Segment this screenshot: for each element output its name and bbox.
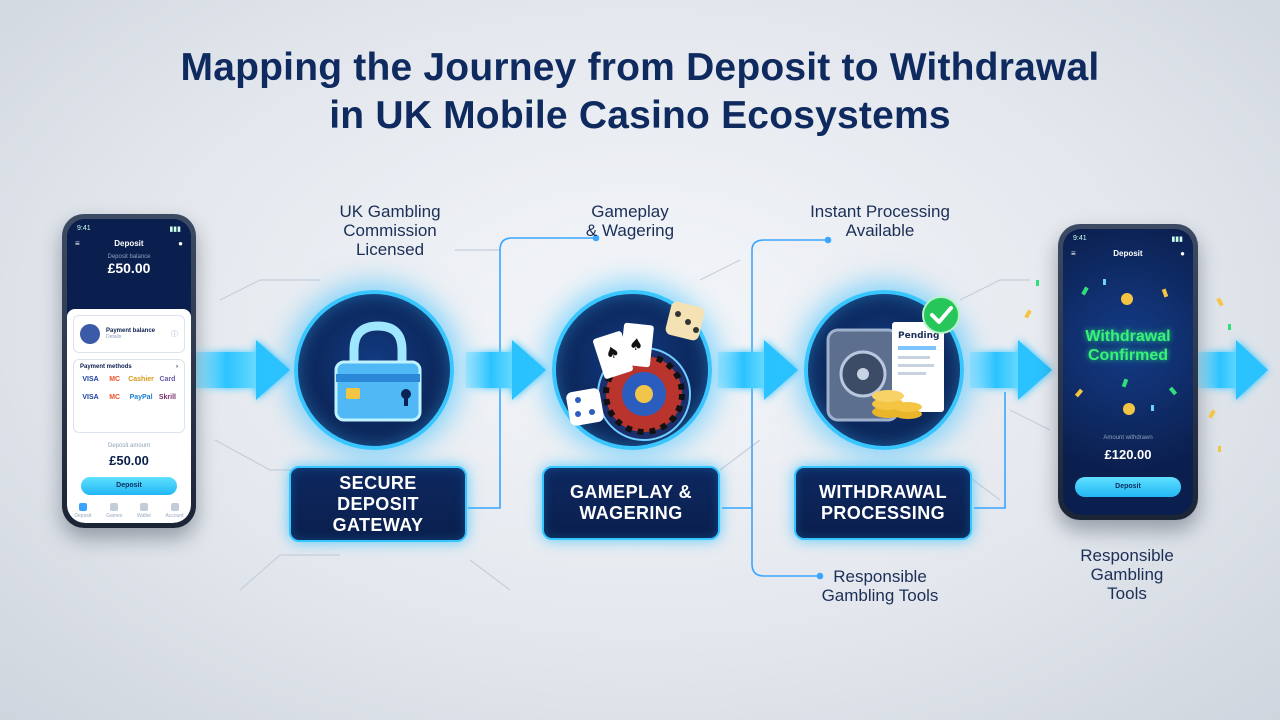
deposit-header: Deposit <box>114 239 144 248</box>
deposit-amount-label: Deposit amount <box>107 443 151 449</box>
page-title: Mapping the Journey from Deposit to With… <box>0 44 1280 140</box>
caption-responsible-gambling-right: Responsible Gambling Tools <box>1080 546 1174 603</box>
chevron-right-icon[interactable]: › <box>176 364 178 370</box>
withdrawal-phone-screen: 9:41 ▮▮▮ ≡ Deposit ● Withdrawal Confirmed… <box>1063 229 1193 515</box>
stage-2-circle: ♠ ♠ <box>552 290 712 450</box>
checkmark-badge-icon <box>922 296 960 334</box>
nav-games[interactable]: Games <box>106 503 122 519</box>
avatar-icon[interactable]: ● <box>178 239 183 248</box>
mastercard-logo-2[interactable]: MC <box>109 394 121 401</box>
confetti-icon <box>1074 279 1178 415</box>
caption-uk-gambling-commission: UK Gambling Commission Licensed <box>339 202 441 259</box>
arrow-head-5 <box>1236 340 1268 400</box>
arrow-bar-4 <box>970 352 1022 388</box>
balance-amount: £50.00 <box>107 260 151 276</box>
confetti-outside-icon <box>1024 280 1231 452</box>
signal-icon-right: ▮▮▮ <box>1171 236 1183 243</box>
stage-2-label: GAMEPLAY & WAGERING <box>542 466 720 540</box>
phone-time: 9:41 <box>77 225 91 232</box>
menu-icon-right[interactable]: ≡ <box>1071 249 1076 258</box>
stage-3-circle: Pending <box>804 290 964 450</box>
arrow-head-2 <box>512 340 546 400</box>
signal-icon: ▮▮▮ <box>169 226 181 233</box>
withdraw-amount-label: Amount withdrawn <box>1103 435 1153 441</box>
pending-label: Pending <box>898 331 939 341</box>
deposit-header-right: Deposit <box>1113 249 1143 258</box>
arrow-bar-3 <box>718 352 768 388</box>
bottom-nav: Deposit Games Wallet Account <box>67 503 191 519</box>
withdrawal-confirmed-message: Withdrawal Confirmed <box>1085 328 1171 364</box>
nav-deposit[interactable]: Deposit <box>74 503 91 519</box>
deposit-phone: 9:41 ▮▮▮ ≡ Deposit ● Deposit balance £50.… <box>62 214 196 528</box>
arrow-bar-5 <box>1198 352 1242 388</box>
withdraw-amount: £120.00 <box>1104 447 1152 462</box>
skrill-logo[interactable]: Skrill <box>158 394 176 401</box>
flow-arrows <box>194 340 1268 400</box>
arrow-bar-1 <box>194 352 260 388</box>
cashier-logo[interactable]: Cashier <box>128 376 154 383</box>
deposit-phone-screen: 9:41 ▮▮▮ ≡ Deposit ● Deposit balance £50.… <box>67 219 191 523</box>
paypal-logo[interactable]: PayPal <box>129 394 153 401</box>
caption-instant-processing: Instant Processing Available <box>810 202 950 240</box>
visa-logo-2[interactable]: VISA <box>82 394 99 401</box>
title-line-2: in UK Mobile Casino Ecosystems <box>329 94 951 137</box>
menu-icon[interactable]: ≡ <box>75 239 80 248</box>
arrow-bar-2 <box>466 352 516 388</box>
card-logo[interactable]: Card <box>159 376 176 383</box>
deposit-button[interactable]: Deposit <box>81 477 177 495</box>
title-line-1: Mapping the Journey from Deposit to With… <box>180 46 1100 89</box>
deposit-form: Payment balance Details ⓘ Payment method… <box>67 309 191 523</box>
circuit-lines <box>214 249 1051 591</box>
deposit-button-right[interactable]: Deposit <box>1075 477 1181 497</box>
account-card[interactable]: Payment balance Details ⓘ <box>73 315 185 353</box>
stage-3-label: WITHDRAWAL PROCESSING <box>794 466 972 540</box>
vault-coins-receipt-icon: Pending <box>826 322 944 422</box>
phone-time-right: 9:41 <box>1073 235 1087 242</box>
balance-label: Deposit balance <box>107 254 151 260</box>
mastercard-logo[interactable]: MC <box>109 376 121 383</box>
arrow-head-4 <box>1018 340 1052 400</box>
nav-account[interactable]: Account <box>166 503 184 519</box>
withdrawal-phone: 9:41 ▮▮▮ ≡ Deposit ● Withdrawal Confirmed… <box>1058 224 1198 520</box>
caption-gameplay-wagering: Gameplay & Wagering <box>585 202 675 240</box>
stage-1-label: SECURE DEPOSIT GATEWAY <box>289 466 467 542</box>
arrow-head-1 <box>256 340 290 400</box>
payment-methods: Payment methods› VISA MC Cashier Card VI… <box>73 359 185 433</box>
arrow-head-3 <box>764 340 798 400</box>
stage-1-circle <box>294 290 454 450</box>
connector-lines <box>468 234 1006 580</box>
caption-responsible-gambling-mid: Responsible Gambling Tools <box>821 567 939 605</box>
info-icon[interactable]: ⓘ <box>171 331 178 338</box>
nav-wallet[interactable]: Wallet <box>137 503 151 519</box>
deposit-amount: £50.00 <box>109 453 149 468</box>
svg-text:♠: ♠ <box>603 341 623 364</box>
avatar-icon-right[interactable]: ● <box>1180 249 1185 258</box>
roulette-cards-dice-icon: ♠ ♠ <box>566 301 705 441</box>
svg-text:♠: ♠ <box>628 334 644 354</box>
user-avatar <box>80 324 100 344</box>
visa-logo[interactable]: VISA <box>82 376 99 383</box>
lock-card-icon <box>334 321 422 422</box>
